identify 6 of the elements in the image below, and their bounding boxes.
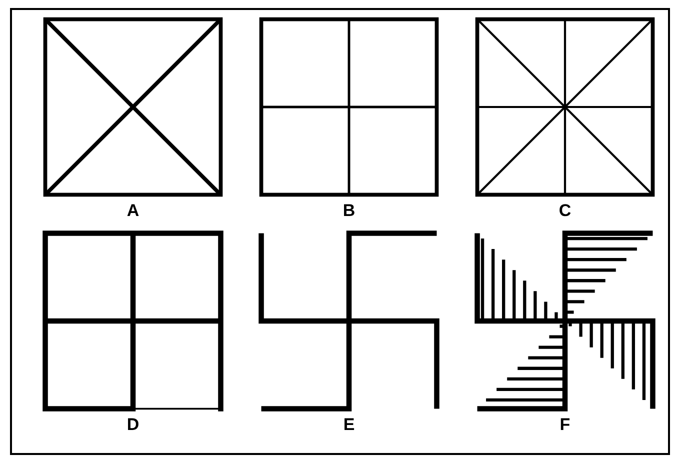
- figure-letter: A: [126, 200, 140, 222]
- figure-letter: E: [343, 414, 355, 436]
- figure-letter: C: [558, 200, 572, 222]
- figure-letter: F: [560, 414, 570, 436]
- figure-letter: D: [126, 414, 140, 436]
- figure-letter: B: [342, 200, 356, 222]
